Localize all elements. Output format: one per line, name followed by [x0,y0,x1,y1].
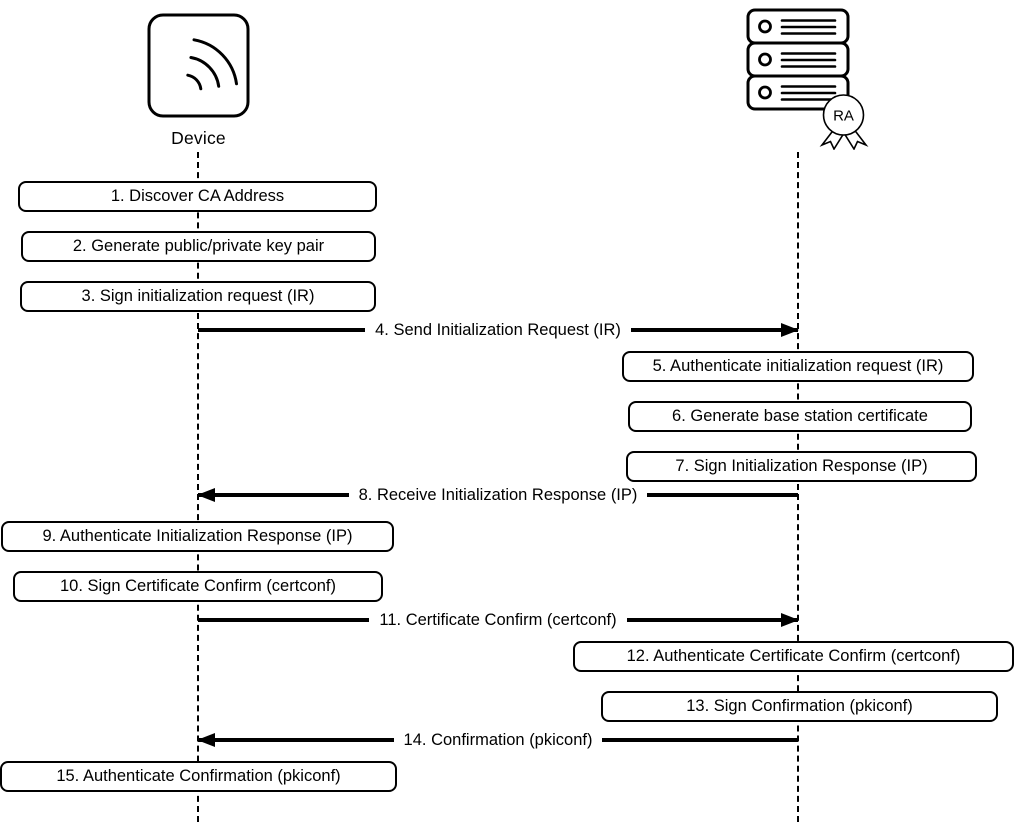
step-box-1: 1. Discover CA Address [18,181,377,212]
arrow-line [198,738,394,742]
arrowhead-right-icon [781,613,799,627]
arrowhead-left-icon [197,733,215,747]
arrow-line [198,618,370,622]
step-box-2: 2. Generate public/private key pair [21,231,376,262]
step-box-9: 9. Authenticate Initialization Response … [1,521,394,552]
arrow-line [626,618,798,622]
step-box-5: 5. Authenticate initialization request (… [622,351,974,382]
arrow-line [198,328,366,332]
server-icon [746,8,850,111]
ra-lifeline [797,152,799,822]
arrow-line [630,328,799,332]
message-label-4: 4. Send Initialization Request (IR) [365,320,631,340]
message-arrow-14: 14. Confirmation (pkiconf) [197,725,799,755]
message-label-11: 11. Certificate Confirm (certconf) [369,610,627,630]
step-box-13: 13. Sign Confirmation (pkiconf) [601,691,998,722]
message-arrow-8: 8. Receive Initialization Response (IP) [197,480,798,510]
device-actor-label: Device [171,128,226,148]
arrow-line [647,493,798,497]
arrow-line [602,738,799,742]
wireless-device-icon [147,13,250,118]
ra-badge-icon: RA [819,94,869,150]
step-box-3: 3. Sign initialization request (IR) [20,281,376,312]
arrowhead-left-icon [197,488,215,502]
ra-badge-label: RA [833,108,854,125]
message-arrow-11: 11. Certificate Confirm (certconf) [198,605,799,635]
arrow-line [198,493,349,497]
device-lifeline [197,152,199,822]
message-label-8: 8. Receive Initialization Response (IP) [348,485,648,505]
message-arrow-4: 4. Send Initialization Request (IR) [198,315,799,345]
step-box-10: 10. Sign Certificate Confirm (certconf) [13,571,383,602]
step-box-7: 7. Sign Initialization Response (IP) [626,451,977,482]
step-box-12: 12. Authenticate Certificate Confirm (ce… [573,641,1014,672]
message-label-14: 14. Confirmation (pkiconf) [393,730,603,750]
step-box-15: 15. Authenticate Confirmation (pkiconf) [0,761,397,792]
step-box-6: 6. Generate base station certificate [628,401,972,432]
arrowhead-right-icon [781,323,799,337]
